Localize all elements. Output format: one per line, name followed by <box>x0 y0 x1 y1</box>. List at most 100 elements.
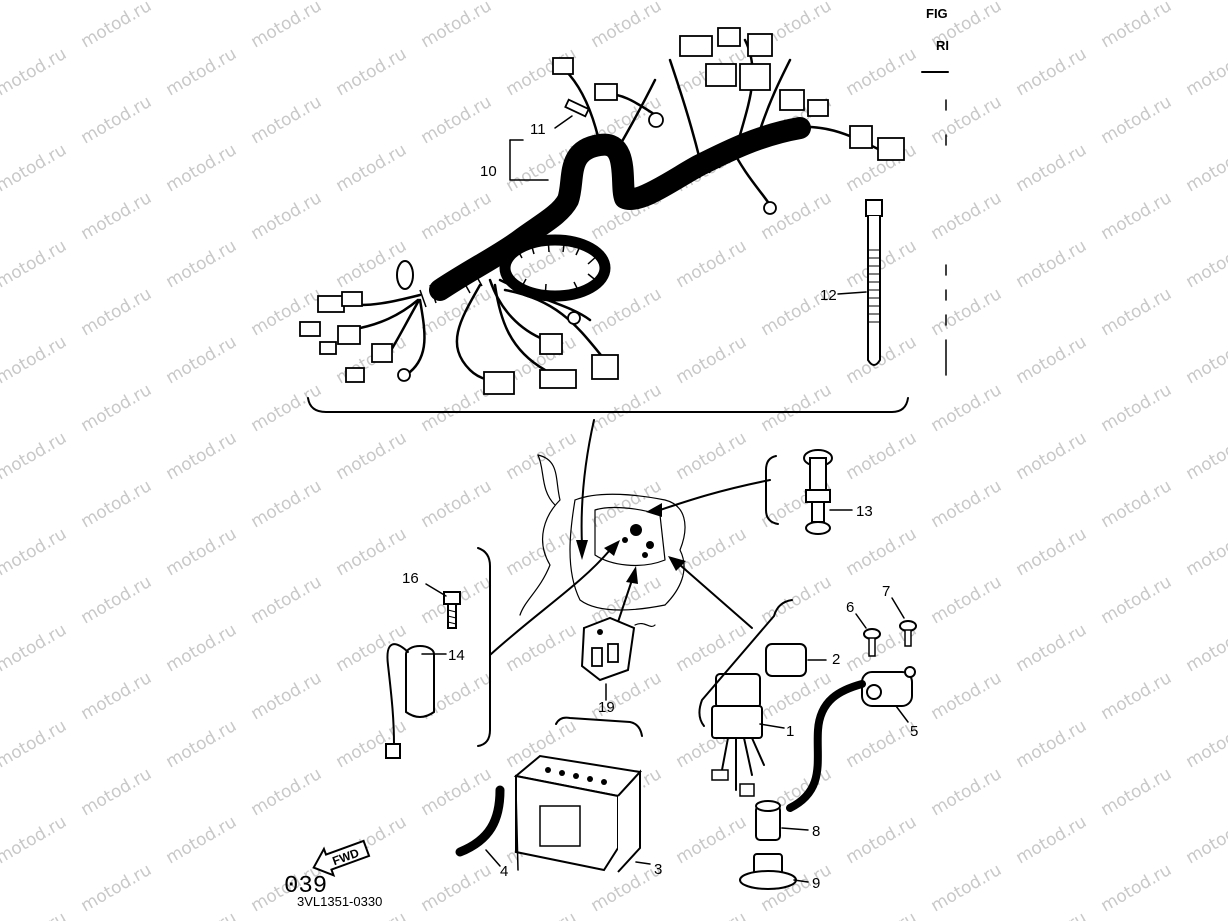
watermark-text: motod.ru <box>0 524 70 580</box>
part-16-bolt <box>425 583 461 629</box>
watermark-text: motod.ru <box>248 764 326 820</box>
watermark-text: motod.ru <box>163 716 241 772</box>
part-4-breather-hose <box>455 785 519 871</box>
label-7: 7 <box>882 583 890 600</box>
figure-header: FIG RI <box>921 6 949 376</box>
frame-sketch <box>519 454 686 628</box>
page-number: 039 <box>284 873 327 900</box>
watermark-text: motod.ru <box>673 332 751 388</box>
watermark-text: motod.ru <box>928 668 1006 724</box>
part-labels: 1 2 3 4 5 6 7 8 9 10 11 12 13 14 16 19 <box>402 121 918 892</box>
watermark-text: motod.ru <box>418 188 496 244</box>
watermark-text: motod.ru <box>248 476 326 532</box>
watermark-text: motod.ru <box>673 428 751 484</box>
watermark-text: motod.ru <box>673 0 751 4</box>
label-8: 8 <box>812 823 820 840</box>
watermark-text: motod.ru <box>503 620 581 676</box>
watermark-text: motod.ru <box>1183 524 1228 580</box>
watermark-text: motod.ru <box>0 716 70 772</box>
label-12: 12 <box>820 287 837 304</box>
coil-wraps <box>514 237 599 299</box>
label-5: 5 <box>910 723 918 740</box>
watermark-text: motod.ru <box>1013 428 1091 484</box>
fig-label: FIG <box>926 6 948 21</box>
watermark-text: motod.ru <box>0 140 70 196</box>
watermark-text: motod.ru <box>418 764 496 820</box>
watermark-text: motod.ru <box>758 380 836 436</box>
watermark-text: motod.ru <box>0 428 70 484</box>
watermark-text: motod.ru <box>843 908 921 921</box>
watermark-text: motod.ru <box>163 44 241 100</box>
watermark-text: motod.ru <box>248 188 326 244</box>
watermark-text: motod.ru <box>1013 0 1091 4</box>
label-16: 16 <box>402 570 419 587</box>
part-2-relay-small <box>765 643 827 677</box>
watermark-text: motod.ru <box>78 0 156 52</box>
watermark-text: motod.ru <box>1098 668 1176 724</box>
watermark-text: motod.ru <box>163 908 241 921</box>
bracket-relay <box>698 599 793 727</box>
fwd-arrow: FWD <box>312 839 371 877</box>
watermark-text: motod.ru <box>503 908 581 921</box>
part-1-relay <box>711 673 785 797</box>
watermark-text: motod.ru <box>673 236 751 292</box>
watermark-text: motod.ru <box>333 0 411 4</box>
wire-harness <box>299 27 905 395</box>
part-19-bracket <box>580 616 636 701</box>
watermark-text: motod.ru <box>418 860 496 916</box>
watermark-text: motod.ru <box>1013 524 1091 580</box>
upper-connectors <box>552 27 905 215</box>
watermark-text: motod.ru <box>418 0 496 52</box>
watermark-text: motod.ru <box>333 44 411 100</box>
label-13: 13 <box>856 503 873 520</box>
watermark-text: motod.ru <box>928 476 1006 532</box>
watermark-text: motod.ru <box>588 284 666 340</box>
label-1: 1 <box>786 723 794 740</box>
watermark-text: motod.ru <box>928 92 1006 148</box>
watermark-text: motod.ru <box>1013 140 1091 196</box>
watermark-text: motod.ru <box>1098 0 1176 52</box>
watermark-text: motod.ru <box>588 476 666 532</box>
label-14: 14 <box>448 647 465 664</box>
watermark-text: motod.ru <box>248 572 326 628</box>
watermark-text: motod.ru <box>928 284 1006 340</box>
watermark-text: motod.ru <box>0 812 70 868</box>
watermark-text: motod.ru <box>78 92 156 148</box>
watermark-text: motod.ru <box>78 572 156 628</box>
label-10: 10 <box>480 163 497 180</box>
bracket-14 <box>477 547 491 747</box>
watermark-text: motod.ru <box>928 860 1006 916</box>
watermark-text: motod.ru <box>78 668 156 724</box>
watermark-text: motod.ru <box>1183 812 1228 868</box>
watermark-text: motod.ru <box>0 908 70 921</box>
watermark-text: motod.ru <box>0 620 70 676</box>
watermark-text: motod.ru <box>163 620 241 676</box>
watermark-text: motod.ru <box>1183 620 1228 676</box>
watermark-text: motod.ru <box>418 476 496 532</box>
watermark-text: motod.ru <box>673 908 751 921</box>
watermark-text: motod.ru <box>1013 620 1091 676</box>
lower-connectors <box>483 311 619 395</box>
watermark-text: motod.ru <box>418 92 496 148</box>
cable-tie <box>837 199 883 366</box>
watermark-text: motod.ru <box>163 428 241 484</box>
label-9: 9 <box>812 875 820 892</box>
part-9-cover <box>739 853 809 890</box>
label-11: 11 <box>530 121 546 138</box>
watermark-text: motod.ru <box>163 236 241 292</box>
watermark-text: motod.ru <box>163 812 241 868</box>
watermark-text: motod.ru <box>248 0 326 52</box>
watermark-text: motod.ru <box>1013 44 1091 100</box>
watermark-text: motod.ru <box>78 860 156 916</box>
watermark-text: motod.ru <box>78 188 156 244</box>
watermark-text: motod.ru <box>758 572 836 628</box>
watermark-text: motod.ru <box>0 236 70 292</box>
watermark-text: motod.ru <box>163 140 241 196</box>
watermark-text: motod.ru <box>1098 476 1176 532</box>
watermark-text: motod.ru <box>1098 188 1176 244</box>
watermark-text: motod.ru <box>503 0 581 4</box>
watermark-text: motod.ru <box>673 812 751 868</box>
watermark-text: motod.ru <box>1098 380 1176 436</box>
watermark-text: motod.ru <box>843 524 921 580</box>
